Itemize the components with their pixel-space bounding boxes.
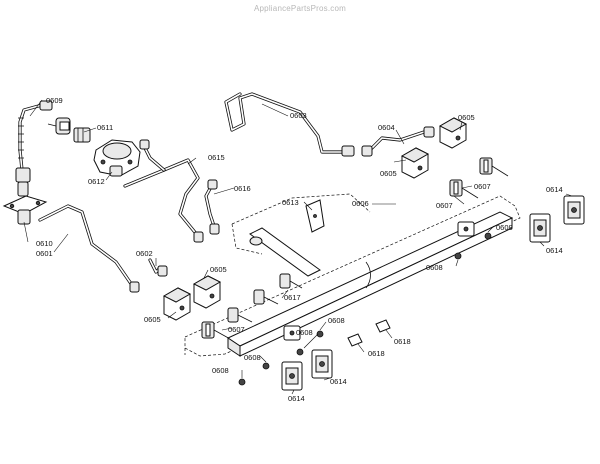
gas-tube-0603[interactable]: [224, 92, 355, 157]
manifold-rail-0606[interactable]: [226, 211, 514, 357]
burner-valve-0607-right[interactable]: [479, 157, 509, 177]
label-0604[interactable]: 0604: [378, 123, 395, 132]
gas-tube-0604[interactable]: [361, 126, 435, 157]
gas-tube-0601[interactable]: [38, 204, 140, 293]
label-0611[interactable]: 0611: [97, 123, 113, 132]
label-0610[interactable]: 0610: [36, 239, 53, 248]
label-0605-left[interactable]: 0605: [144, 315, 161, 324]
label-0615[interactable]: 0615: [208, 153, 225, 162]
adapter-fitting-0611[interactable]: [73, 127, 91, 143]
burner-valve-row[interactable]: [227, 273, 303, 323]
label-0618-b[interactable]: 0618: [368, 349, 385, 358]
gas-tube-0602[interactable]: [148, 258, 168, 277]
label-0608-right-low[interactable]: 0608: [426, 263, 443, 272]
flex-gas-line-0609[interactable]: [18, 100, 53, 172]
gas-valve-0605-left[interactable]: [162, 287, 192, 321]
part-labels: 0609 0611 0612 0610 0601 0603 0604 0605 …: [36, 96, 563, 403]
label-0605-center[interactable]: 0605: [210, 265, 227, 274]
ignition-switch-0614-right[interactable]: [529, 213, 551, 243]
label-0608-center-c[interactable]: 0608: [244, 353, 261, 362]
clip-0618-a[interactable]: [375, 319, 391, 333]
clip-0618-b[interactable]: [347, 333, 363, 347]
gas-tube-0615[interactable]: [123, 139, 204, 243]
ignition-switch-0614-low[interactable]: [281, 361, 303, 391]
label-0608-right[interactable]: 0608: [496, 223, 513, 232]
gas-valve-0605-top-right[interactable]: [438, 117, 468, 149]
label-0607-left[interactable]: 0607: [228, 325, 245, 334]
label-0614-low[interactable]: 0614: [288, 394, 305, 403]
label-0608-left[interactable]: 0608: [212, 366, 229, 375]
label-0613[interactable]: 0613: [282, 198, 299, 207]
label-0617[interactable]: 0617: [284, 293, 301, 302]
label-0608-center-a[interactable]: 0608: [328, 316, 345, 325]
label-0618-a[interactable]: 0618: [394, 337, 411, 346]
label-0614-top[interactable]: 0614: [546, 185, 563, 194]
gas-valve-0605-top-mid[interactable]: [400, 147, 430, 179]
burner-valve-0607-left[interactable]: [201, 321, 233, 341]
label-0616[interactable]: 0616: [234, 184, 251, 193]
label-0605-top-right[interactable]: 0605: [458, 113, 475, 122]
label-0607-mid[interactable]: 0607: [436, 201, 453, 210]
label-0608-center-b[interactable]: 0608: [296, 328, 313, 337]
label-0614-mid[interactable]: 0614: [330, 377, 347, 386]
manifold-pipe[interactable]: [249, 227, 321, 277]
label-0607-right[interactable]: 0607: [474, 182, 491, 191]
label-0614-right[interactable]: 0614: [546, 246, 563, 255]
watermark: AppliancePartsPros.com: [254, 4, 346, 13]
pressure-regulator-0612[interactable]: [93, 139, 141, 177]
bracket-0613[interactable]: [305, 199, 325, 233]
label-0603[interactable]: 0603: [290, 111, 307, 120]
label-0602[interactable]: 0602: [136, 249, 153, 258]
inlet-bracket-0610[interactable]: [2, 167, 48, 225]
label-0605-top-mid[interactable]: 0605: [380, 169, 397, 178]
gas-tube-0616[interactable]: [204, 179, 220, 235]
label-0606[interactable]: 0606: [352, 199, 369, 208]
leader-lines: [23, 99, 573, 395]
label-0612[interactable]: 0612: [88, 177, 105, 186]
gas-valve-0605-center[interactable]: [192, 275, 222, 309]
elbow-fitting-0611[interactable]: [47, 117, 71, 135]
manifold-outline: [184, 193, 521, 357]
ignition-switch-0614-top[interactable]: [563, 195, 585, 225]
ignition-switch-0614-mid[interactable]: [311, 349, 333, 379]
label-0601[interactable]: 0601: [36, 249, 53, 258]
screws-0608[interactable]: [238, 232, 492, 386]
label-0609[interactable]: 0609: [46, 96, 63, 105]
